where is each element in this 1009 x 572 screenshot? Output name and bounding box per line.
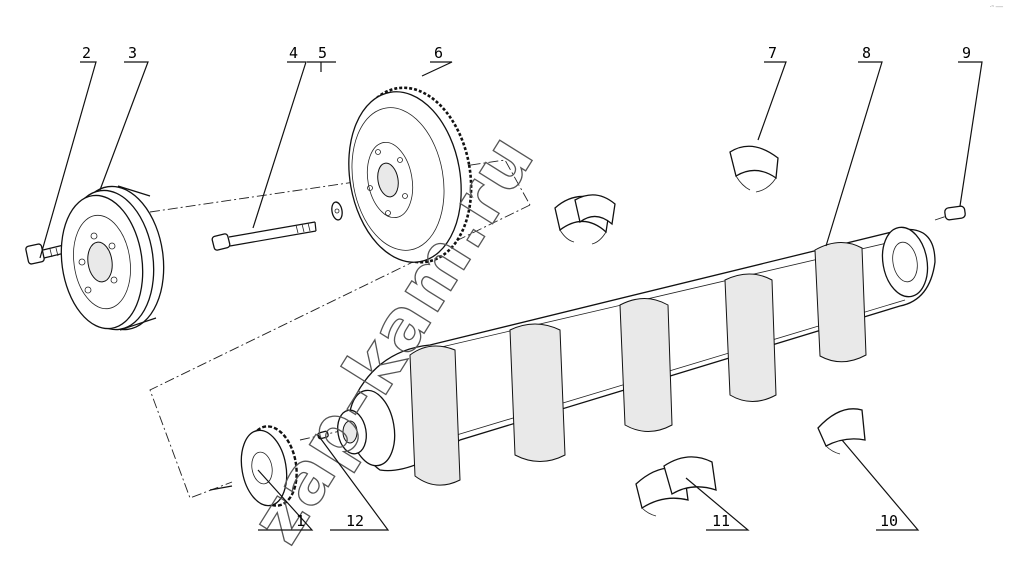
- crankshaft-part: [337, 226, 936, 486]
- crankshaft-pulley-part: [60, 185, 165, 331]
- leader-lines: [39, 61, 983, 531]
- timing-gear-part: [209, 425, 298, 507]
- corner-mark: ·ⁿ ──: [989, 4, 1003, 11]
- crank-throws: [409, 242, 867, 486]
- callout-1: 1: [296, 512, 305, 530]
- callout-9: 9: [962, 44, 971, 62]
- flywheel-washer-part: [331, 201, 343, 221]
- callout-12: 12: [346, 512, 364, 530]
- upper-bearing-shell-part: [729, 145, 779, 193]
- callout-10: 10: [880, 512, 898, 530]
- callout-4: 4: [289, 44, 298, 62]
- callout-7: 7: [768, 44, 777, 62]
- lower-main-bearing-shell-part: [817, 408, 866, 455]
- callout-3: 3: [128, 44, 137, 62]
- lower-bearing-shells-part: [635, 456, 717, 517]
- dowel-pin-part: [944, 205, 966, 221]
- key-part: [317, 430, 329, 440]
- callout-5: 5: [318, 44, 327, 62]
- callout-2: 2: [82, 44, 91, 62]
- callout-6: 6: [434, 44, 443, 62]
- flywheel-part: [348, 86, 473, 264]
- callout-8: 8: [862, 44, 871, 62]
- flywheel-bolt-part: [211, 221, 317, 251]
- pulley-bolt-part: [25, 242, 74, 265]
- thrust-bearing-shells: [554, 194, 616, 245]
- callout-11: 11: [712, 512, 730, 530]
